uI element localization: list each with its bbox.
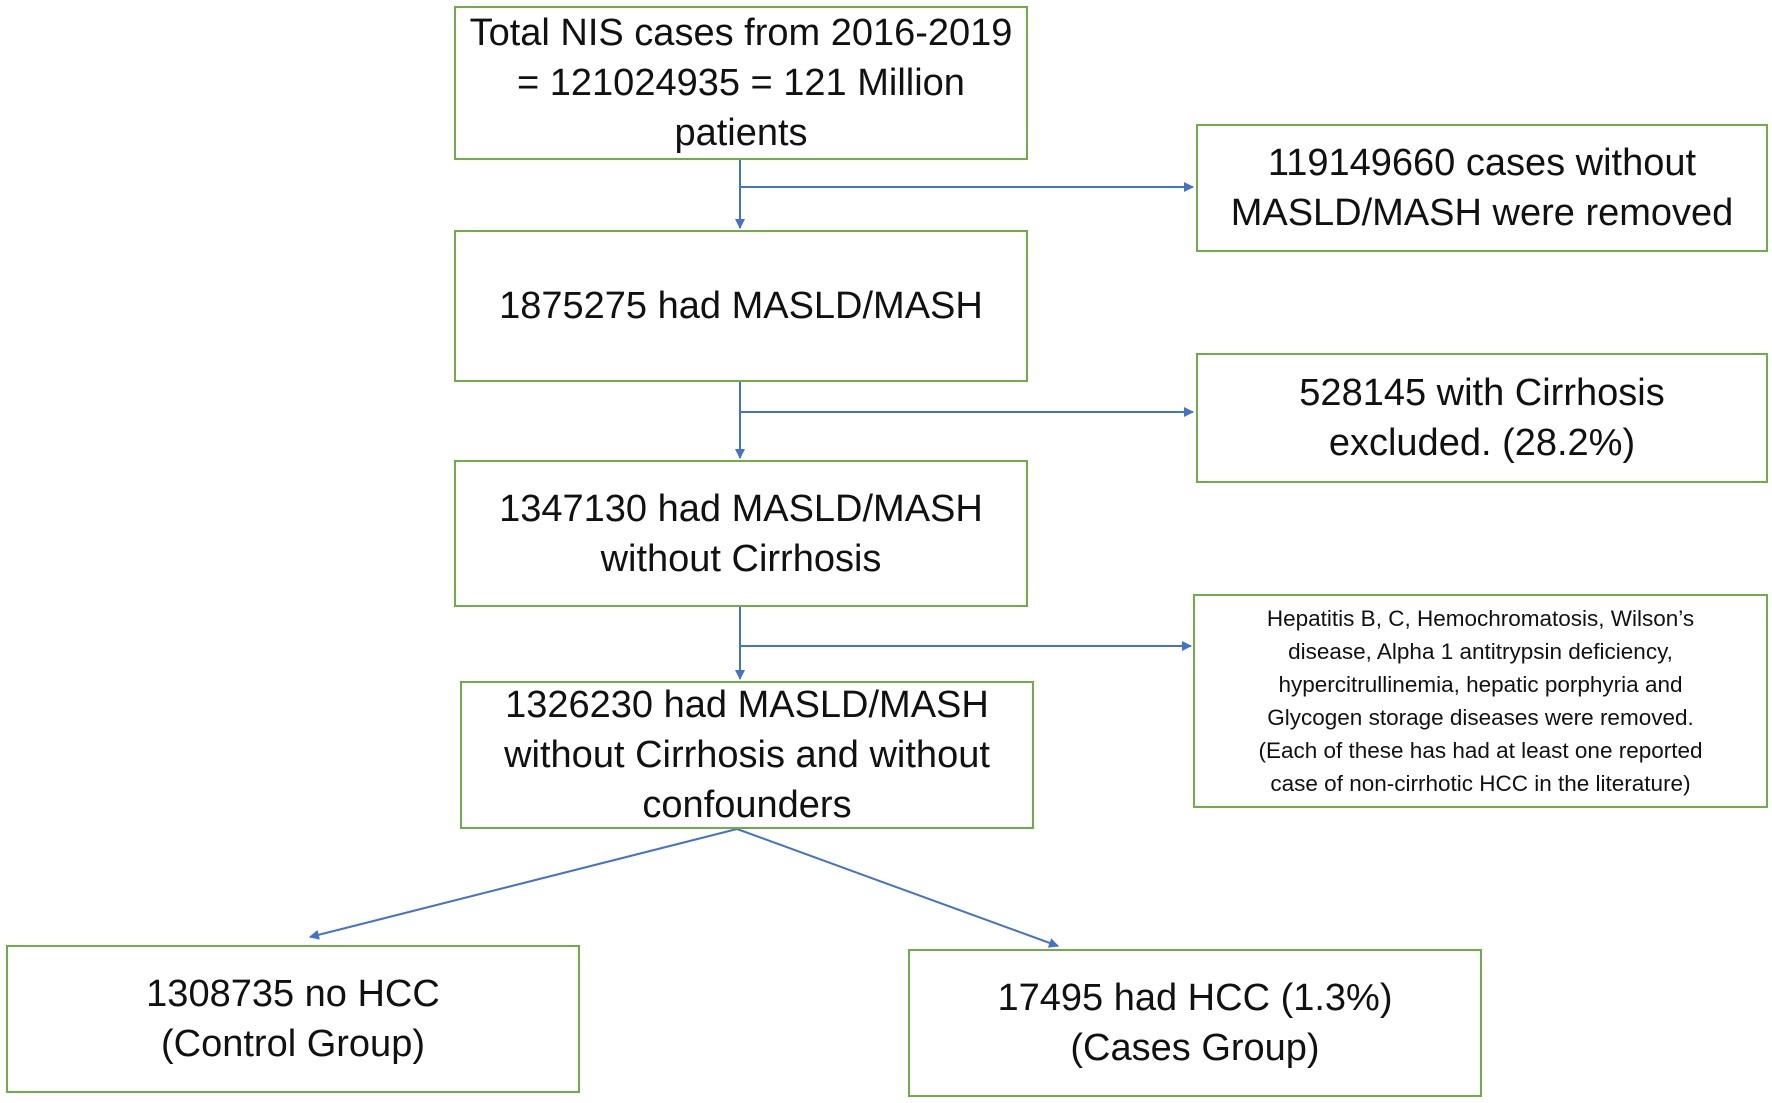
masld-line-1: 1875275 had MASLD/MASH	[499, 285, 983, 327]
excluded-confounders-line-1: Hepatitis B, C, Hemochromatosis, Wilson’…	[1266, 606, 1695, 631]
excluded-cirrhosis-line-2: excluded. (28.2%)	[1328, 422, 1636, 464]
final-cohort-line-3: confounders	[642, 784, 852, 826]
control-group-line-1: 1308735 no HCC	[146, 973, 440, 1015]
cases-group-box: 17495 had HCC (1.3%) (Cases Group)	[908, 949, 1482, 1097]
arrow-final-to-control	[309, 828, 738, 940]
excluded-confounders-line-2: disease, Alpha 1 antitrypsin deficiency,	[1288, 639, 1673, 664]
masld-box: 1875275 had MASLD/MASH	[454, 230, 1028, 382]
total-nis-cases-box: Total NIS cases from 2016-2019 = 1210249…	[454, 6, 1028, 160]
excluded-confounders-line-3: hypercitrullinemia, hepatic porphyria an…	[1278, 672, 1683, 697]
excluded-confounders-box: Hepatitis B, C, Hemochromatosis, Wilson’…	[1193, 594, 1768, 808]
cases-group-line-2: (Cases Group)	[1070, 1027, 1320, 1069]
cases-group-line-1: 17495 had HCC (1.3%)	[997, 977, 1393, 1019]
excluded-confounders-line-4: Glycogen storage diseases were removed.	[1267, 705, 1694, 730]
final-cohort-line-1: 1326230 had MASLD/MASH	[505, 684, 989, 726]
masld-no-cirrhosis-line-2: without Cirrhosis	[600, 537, 882, 580]
excluded-no-masld-line-2: MASLD/MASH were removed	[1230, 192, 1734, 234]
excluded-no-masld-box: 119149660 cases without MASLD/MASH were …	[1196, 124, 1768, 252]
total-nis-cases-line-2: = 121024935 = 121 Million	[517, 62, 965, 104]
excluded-cirrhosis-box: 528145 with Cirrhosis excluded. (28.2%)	[1196, 353, 1768, 483]
arrow-final-to-cases	[736, 828, 1059, 948]
excluded-confounders-line-5: (Each of these has had at least one repo…	[1258, 738, 1703, 763]
excluded-confounders-line-6: case of non-cirrhotic HCC in the literat…	[1270, 771, 1691, 796]
control-group-box: 1308735 no HCC (Control Group)	[6, 945, 580, 1093]
total-nis-cases-line-3: patients	[674, 112, 808, 154]
masld-no-cirrhosis-box: 1347130 had MASLD/MASH without Cirrhosis	[454, 460, 1028, 607]
final-cohort-box: 1326230 had MASLD/MASH without Cirrhosis…	[460, 681, 1034, 829]
control-group-line-2: (Control Group)	[161, 1023, 425, 1065]
final-cohort-line-2: without Cirrhosis and without	[504, 734, 990, 776]
excluded-cirrhosis-line-1: 528145 with Cirrhosis	[1299, 372, 1665, 414]
excluded-no-masld-line-1: 119149660 cases without	[1267, 142, 1697, 184]
total-nis-cases-line-1: Total NIS cases from 2016-2019	[469, 12, 1013, 54]
masld-no-cirrhosis-line-1: 1347130 had MASLD/MASH	[499, 487, 983, 530]
